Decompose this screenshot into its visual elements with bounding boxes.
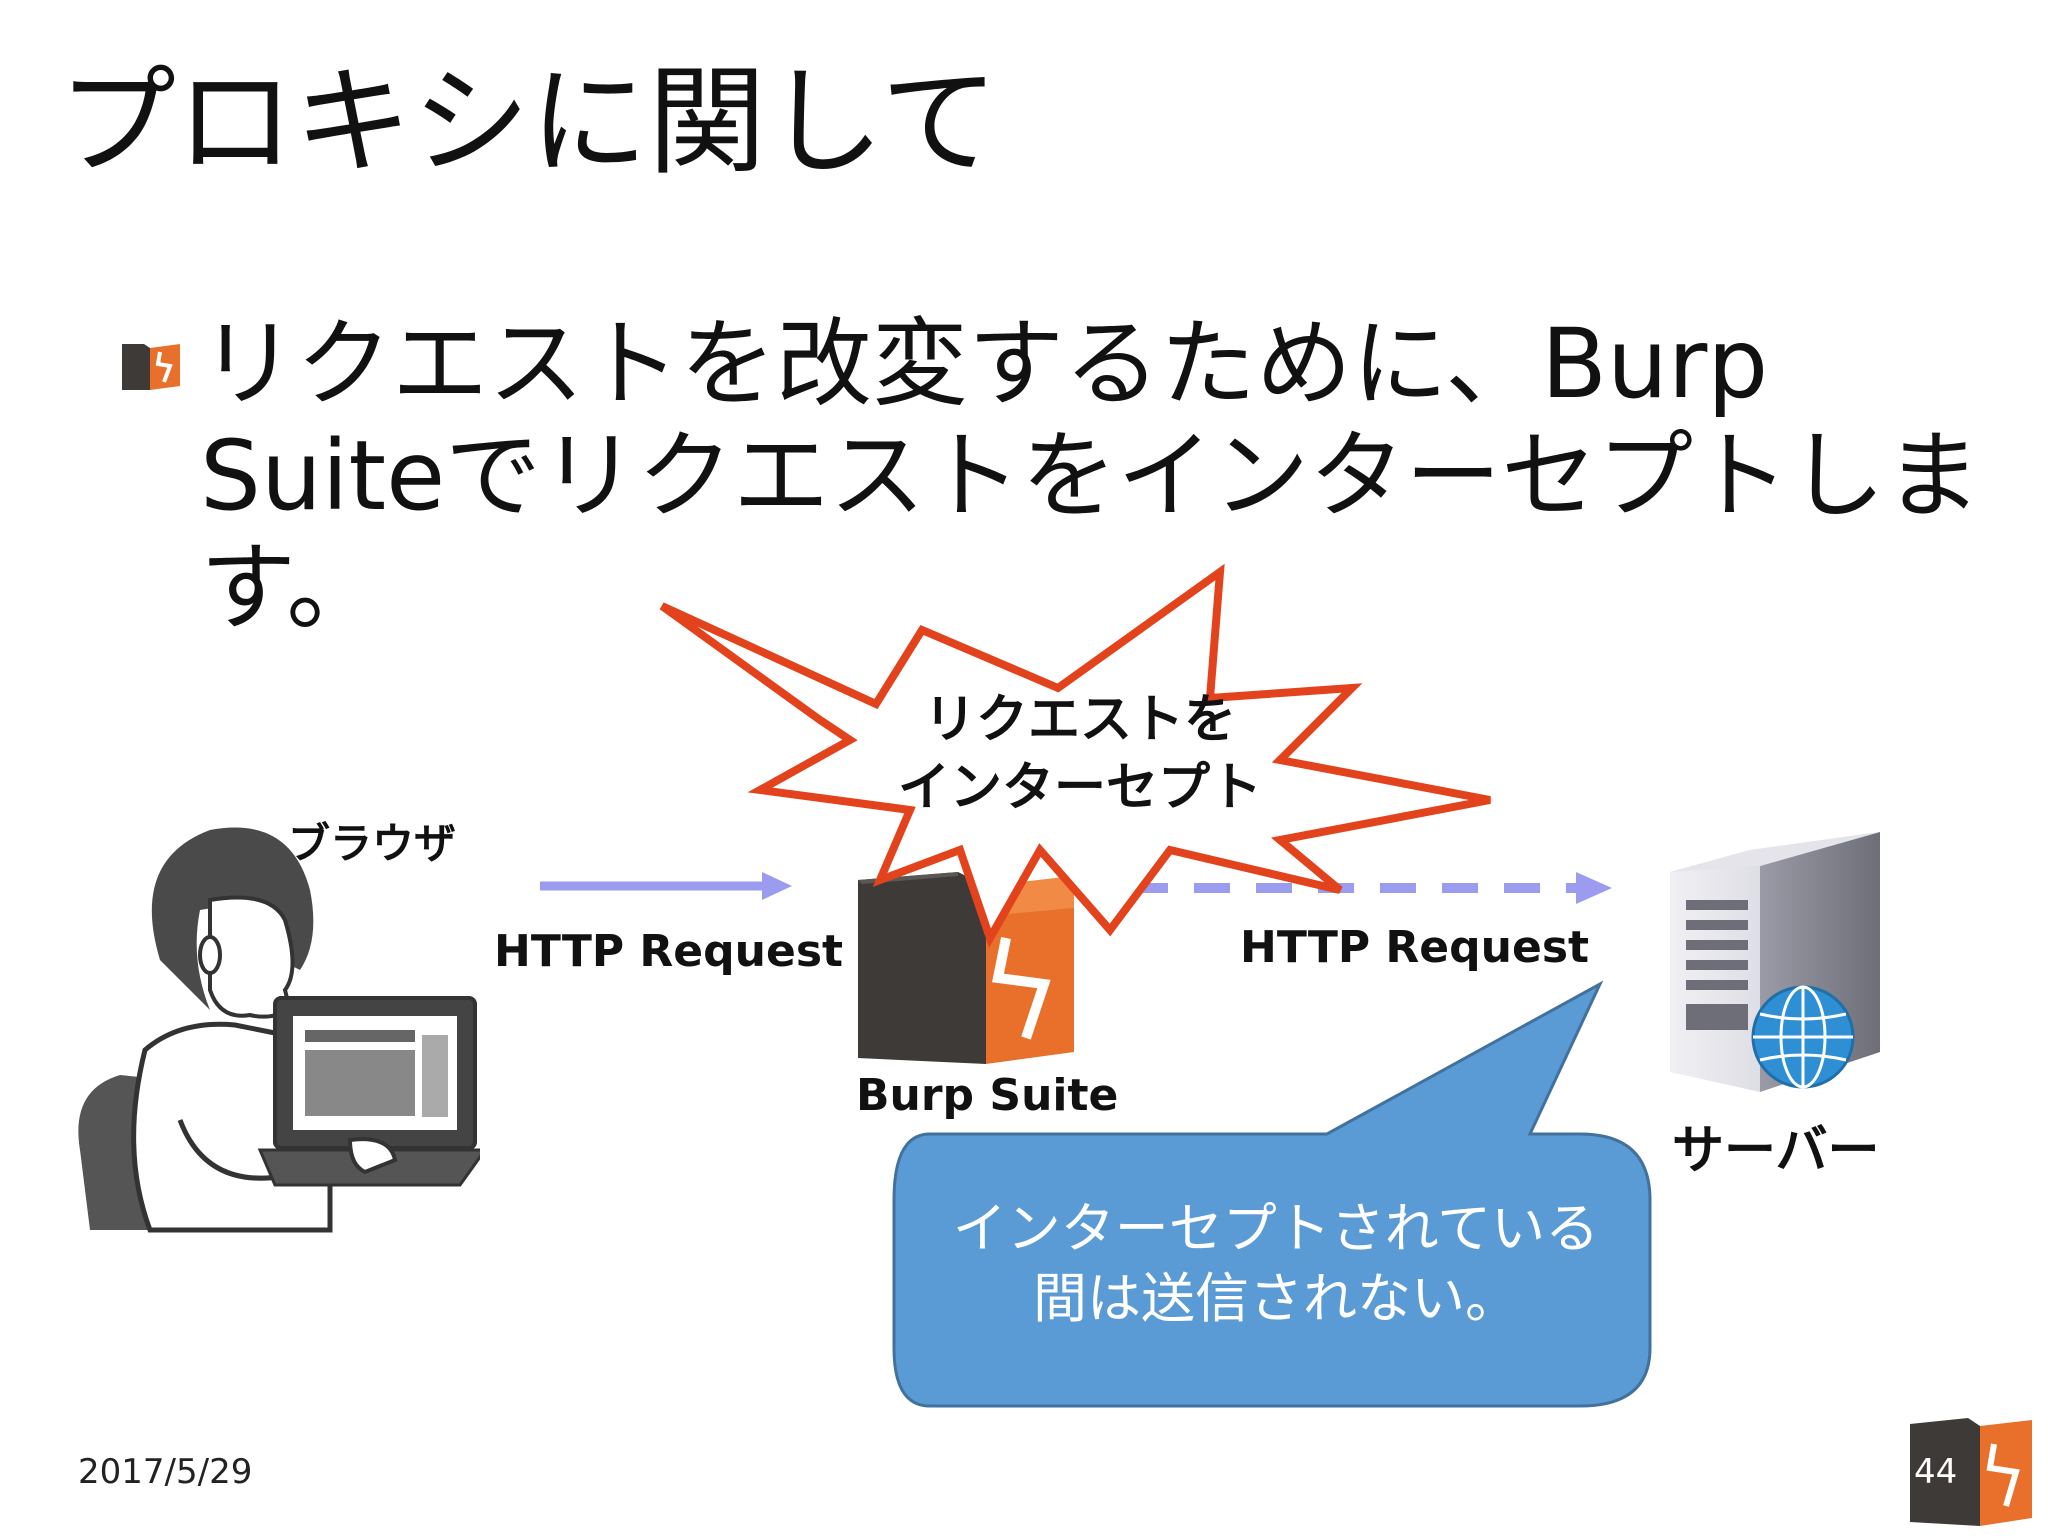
server-label: サーバー [1672,1121,1880,1181]
starburst-line-2: インターセプト [897,758,1262,818]
proxy-label: Burp Suite [856,1070,1119,1121]
footer-date: 2017/5/29 [78,1452,253,1492]
starburst-line-1: リクエストを [923,690,1236,750]
request-arrow-left [540,872,792,900]
request-arrow-right [1132,872,1612,904]
burp-suite-logo-icon [858,872,1074,1064]
request-label-left: HTTP Request [494,926,844,977]
burp-bullet-icon [122,344,180,390]
callout-line-2: 間は送信されない。 [1033,1267,1519,1330]
callout-line-1: インターセプトされている [952,1197,1600,1260]
browser-label: ブラウザ [288,819,457,868]
burp-footer-logo-icon [1910,1418,2032,1526]
slide-title: プロキシに関して [58,53,999,191]
globe-icon [1751,985,1855,1089]
callout-bubble [892,980,1652,1408]
person-with-laptop-icon [78,827,480,1233]
page-number: 44 [1914,1452,1958,1492]
starburst-text: リクエストを インターセプト [860,686,1300,822]
callout-text: インターセプトされている 間は送信されない。 [896,1194,1656,1334]
intercept-starburst [659,563,1491,948]
bullet-text: リクエストを改変するために、Burp Suiteでリクエストをインターセプトしま… [200,308,1982,644]
request-label-right: HTTP Request [1240,922,1590,973]
